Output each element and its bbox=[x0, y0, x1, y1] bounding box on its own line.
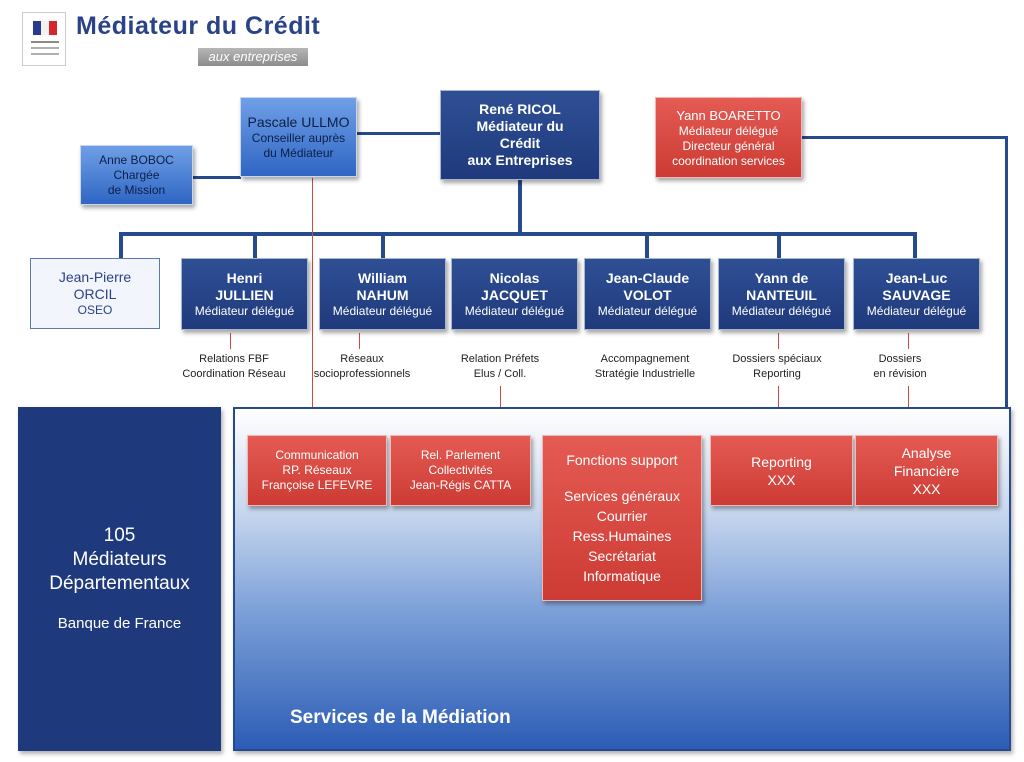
redline-sauvage bbox=[908, 386, 909, 408]
logo-area: Médiateur du Crédit aux entreprises bbox=[12, 8, 321, 70]
connector-nahum bbox=[381, 232, 385, 258]
logo-title: Médiateur du Crédit bbox=[76, 12, 321, 40]
connector-jullien bbox=[253, 232, 257, 258]
redline-nanteuil-top bbox=[778, 333, 779, 349]
connector-right-down bbox=[1005, 136, 1008, 408]
redline-sauvage-top bbox=[908, 333, 909, 349]
ullmo-box: Pascale ULLMO Conseiller auprès du Média… bbox=[240, 97, 357, 177]
boaretto-box: Yann BOARETTO Médiateur délégué Directeu… bbox=[655, 97, 802, 178]
connector-nanteuil bbox=[777, 232, 781, 258]
connector-boaretto-right bbox=[802, 136, 1008, 139]
redline-nahum bbox=[359, 333, 360, 349]
redline-ullmo bbox=[312, 178, 313, 434]
connector-ricol-ullmo bbox=[356, 132, 440, 135]
connector-horizontal-bus bbox=[119, 232, 917, 236]
connector-ricol-down bbox=[518, 178, 522, 234]
connector-boboc bbox=[193, 176, 241, 179]
departmental-box: 105 Médiateurs Départementaux Banque de … bbox=[18, 407, 221, 751]
logo-subtitle: aux entreprises bbox=[198, 48, 308, 66]
connector-volot bbox=[645, 232, 649, 258]
connector-sauvage bbox=[913, 232, 917, 258]
services-title: Services de la Médiation bbox=[290, 707, 511, 728]
marianne-logo bbox=[22, 12, 66, 66]
support-box: Fonctions support Services généraux Cour… bbox=[542, 435, 702, 601]
redline-jullien bbox=[230, 333, 231, 349]
connector-orcil bbox=[119, 232, 123, 258]
